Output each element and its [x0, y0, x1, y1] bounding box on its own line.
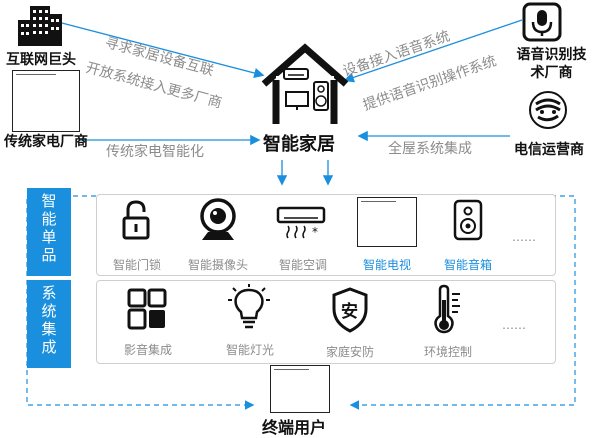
item-smart-camera: 智能摄像头	[187, 258, 249, 272]
flow-appliance-smart: 传统家电智能化	[106, 144, 204, 160]
arrow-voice	[343, 19, 523, 83]
system-integration-box	[96, 280, 556, 364]
band-single-products: 智 能 单 品	[27, 188, 71, 276]
source-telecom-label: 电信运营商	[514, 142, 584, 158]
band-system-integration: 系 统 集 成	[27, 280, 71, 368]
flow-whole-house: 全屋系统集成	[388, 141, 472, 157]
item-smart-tv: 智能电视	[362, 258, 412, 272]
end-user-label: 终端用户	[262, 418, 327, 437]
av-grid-icon	[127, 288, 167, 330]
band-single-char: 能	[41, 210, 57, 228]
speaker-icon	[453, 199, 483, 241]
single-ellipsis: ……	[512, 230, 536, 244]
smart-tv-image	[357, 197, 417, 247]
system-ellipsis: ……	[502, 318, 526, 332]
band-single-char: 单	[41, 228, 57, 246]
source-voice-label: 语音识别技术厂商	[516, 47, 587, 81]
band-system-char: 成	[41, 338, 57, 356]
band-system-char: 系	[41, 284, 57, 302]
building-icon	[18, 6, 62, 46]
arrow-internet	[57, 21, 265, 79]
thermometer-icon	[434, 284, 460, 334]
china-mobile-logo-icon	[529, 91, 567, 129]
smart-home-house-icon	[261, 43, 349, 124]
air-conditioner-icon: *	[276, 206, 326, 239]
item-home-security: 家庭安防	[325, 345, 375, 359]
camera-icon	[200, 198, 236, 240]
item-environment-control: 环境控制	[423, 345, 473, 359]
source-appliance-label: 传统家电厂商	[4, 134, 88, 150]
single-products-box	[96, 194, 556, 276]
band-single-char: 品	[41, 246, 57, 264]
hub-title: 智能家居	[263, 134, 335, 155]
svg-text:安: 安	[341, 301, 358, 322]
item-smart-lighting: 智能灯光	[225, 343, 275, 357]
band-single-char: 智	[41, 192, 57, 210]
appliance-image	[12, 70, 80, 132]
item-av-integration: 影音集成	[123, 343, 173, 357]
smart-lock-icon	[122, 200, 150, 240]
item-smart-speaker: 智能音箱	[443, 258, 493, 272]
svg-text:*: *	[312, 225, 318, 239]
item-smart-lock: 智能门锁	[112, 258, 162, 272]
band-system-char: 统	[41, 302, 57, 320]
security-shield-icon: 安	[332, 287, 368, 333]
band-system-char: 集	[41, 320, 57, 338]
microphone-icon	[522, 2, 562, 42]
light-bulb-icon	[228, 284, 270, 329]
end-user-image	[270, 365, 330, 413]
item-smart-ac: 智能空调	[278, 258, 328, 272]
source-internet-label: 互联网巨头	[6, 52, 76, 68]
